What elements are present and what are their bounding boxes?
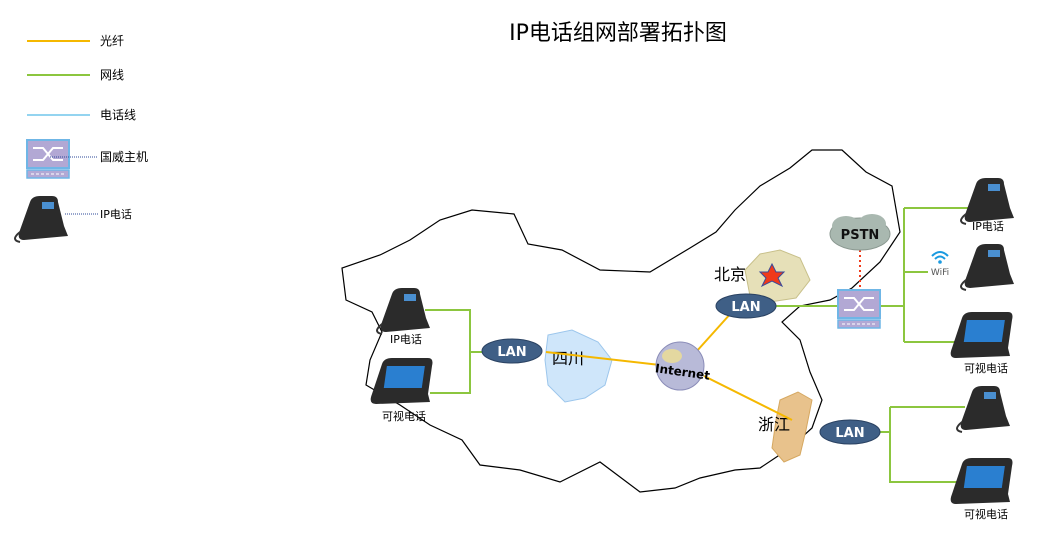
china-map-outline — [341, 149, 901, 493]
ip-phone-icon — [956, 385, 1011, 433]
legend-fiber-label: 光纤 — [100, 34, 124, 48]
wifi-label: WiFi — [931, 268, 949, 278]
pstn-label: PSTN — [841, 228, 880, 243]
ip-phone-label: IP电话 — [972, 220, 1004, 233]
lan-label: LAN — [497, 345, 526, 360]
internet-globe-icon: Internet — [654, 341, 711, 391]
legend: 光纤 网线 电话线 国威主机 IP电话 — [14, 34, 148, 243]
lan-label: LAN — [731, 300, 760, 315]
video-phone-label: 可视电话 — [964, 507, 1008, 521]
lan-cloud-zhejiang: LAN — [819, 419, 881, 445]
video-phone-icon — [950, 312, 1013, 358]
legend-phone-line-label: 电话线 — [100, 108, 136, 122]
beijing-label: 北京 — [714, 265, 746, 284]
zhejiang-label: 浙江 — [758, 415, 790, 434]
legend-ethernet-label: 网线 — [100, 68, 124, 82]
sichuan-label: 四川 — [552, 349, 584, 368]
host-switch-icon — [26, 139, 70, 179]
video-phone-label: 可视电话 — [964, 361, 1008, 375]
ip-phone-label: IP电话 — [390, 333, 422, 346]
wifi-icon: WiFi — [931, 251, 949, 278]
diagram-title: IP电话组网部署拓扑图 — [509, 21, 727, 46]
sichuan-region — [544, 329, 613, 403]
ip-phone-icon — [376, 287, 431, 335]
video-phone-icon — [950, 458, 1013, 504]
legend-host-label: 国威主机 — [100, 150, 148, 164]
lan-cloud-beijing: LAN — [715, 293, 777, 319]
wifi-phone-icon — [960, 243, 1015, 291]
fiber-links — [545, 311, 793, 421]
host-switch-icon — [837, 289, 881, 329]
lan-cloud-sichuan: LAN — [481, 338, 543, 364]
zhejiang-region — [771, 391, 813, 463]
pstn-cloud: PSTN — [829, 214, 891, 251]
ip-phone-icon — [14, 195, 69, 243]
lan-label: LAN — [835, 426, 864, 441]
ip-phone-icon — [960, 177, 1015, 225]
legend-ip-phone-label: IP电话 — [100, 208, 132, 221]
beijing-star-icon — [758, 262, 786, 288]
video-phone-icon — [370, 358, 433, 404]
video-phone-label: 可视电话 — [382, 409, 426, 423]
